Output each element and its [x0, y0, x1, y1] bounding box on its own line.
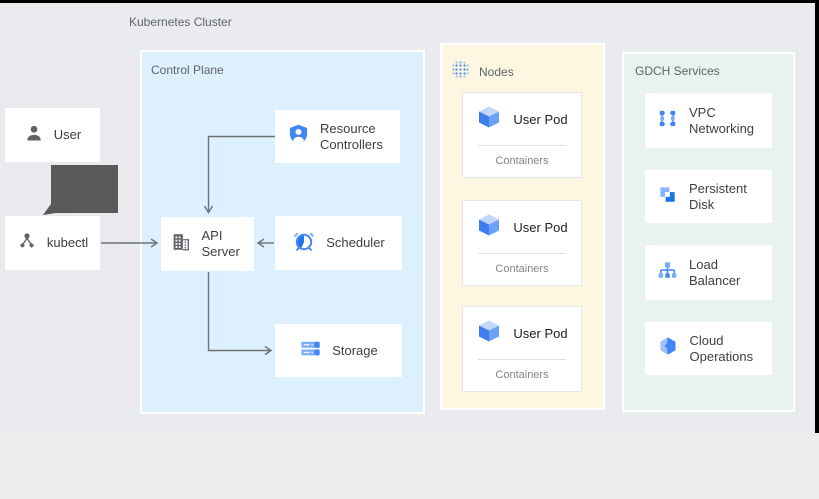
pod-header: User Pod [476, 307, 568, 359]
containers-label: Containers [495, 155, 549, 167]
pod-header: User Pod [476, 93, 568, 145]
top-edge-bar [0, 0, 819, 3]
user-pod-title: User Pod [513, 111, 568, 127]
load-balancer-icon [656, 259, 679, 287]
containers-label: Containers [495, 263, 549, 275]
storage-stack-icon [299, 337, 322, 365]
scheduler-node: Scheduler [275, 216, 402, 270]
kubectl-label: kubectl [46, 235, 89, 250]
nodes-label: Nodes [479, 65, 514, 79]
cloud-operations-node: Cloud Operations [645, 322, 772, 375]
vpc-networking-node: VPC Networking [645, 93, 772, 148]
control-plane-label: Control Plane [151, 63, 224, 77]
persistent-disk-icon [656, 183, 679, 211]
cluster-title: Kubernetes Cluster [129, 15, 232, 29]
alarm-clock-icon [292, 229, 316, 258]
person-icon [24, 123, 44, 148]
user-pod-card: User Pod Containers [462, 306, 582, 392]
pod-cube-icon [476, 318, 502, 349]
gdch-services-label: GDCH Services [635, 64, 720, 78]
user-pod-card: User Pod Containers [462, 200, 582, 286]
pod-divider [478, 253, 566, 254]
user-pod-title: User Pod [513, 325, 568, 341]
pod-divider [478, 145, 566, 146]
kubectl-icon [17, 231, 37, 256]
pod-cube-icon [476, 104, 502, 135]
user-pod-card: User Pod Containers [462, 92, 582, 178]
persistent-disk-label: Persistent Disk [689, 180, 747, 212]
cloud-operations-label: Cloud Operations [689, 332, 754, 364]
load-balancer-node: Load Balancer [645, 245, 772, 300]
resource-controllers-node: Resource Controllers [275, 110, 400, 163]
scheduler-label: Scheduler [326, 235, 385, 250]
building-icon [170, 231, 192, 258]
user-pod-title: User Pod [513, 219, 568, 235]
vpc-networking-icon [656, 107, 679, 135]
api-server-label: API Server [201, 228, 240, 259]
load-balancer-label: Load Balancer [689, 256, 741, 288]
shield-person-icon [287, 123, 310, 151]
cloud-operations-icon [656, 334, 680, 363]
vpc-networking-label: VPC Networking [689, 104, 755, 136]
pod-cube-icon [476, 212, 502, 243]
resource-controllers-label: Resource Controllers [320, 120, 383, 152]
pod-header: User Pod [476, 201, 568, 253]
pod-divider [478, 359, 566, 360]
storage-label: Storage [332, 342, 378, 358]
containers-label: Containers [495, 369, 549, 381]
user-node: User [5, 108, 100, 162]
dot-grid-icon [452, 61, 469, 83]
persistent-disk-node: Persistent Disk [645, 170, 772, 223]
nodes-label-row: Nodes [452, 61, 514, 83]
right-edge-bar [815, 0, 819, 433]
kubectl-node: kubectl [5, 216, 100, 270]
api-server-node: API Server [161, 217, 254, 271]
storage-node: Storage [275, 324, 402, 377]
user-label: User [53, 127, 82, 142]
